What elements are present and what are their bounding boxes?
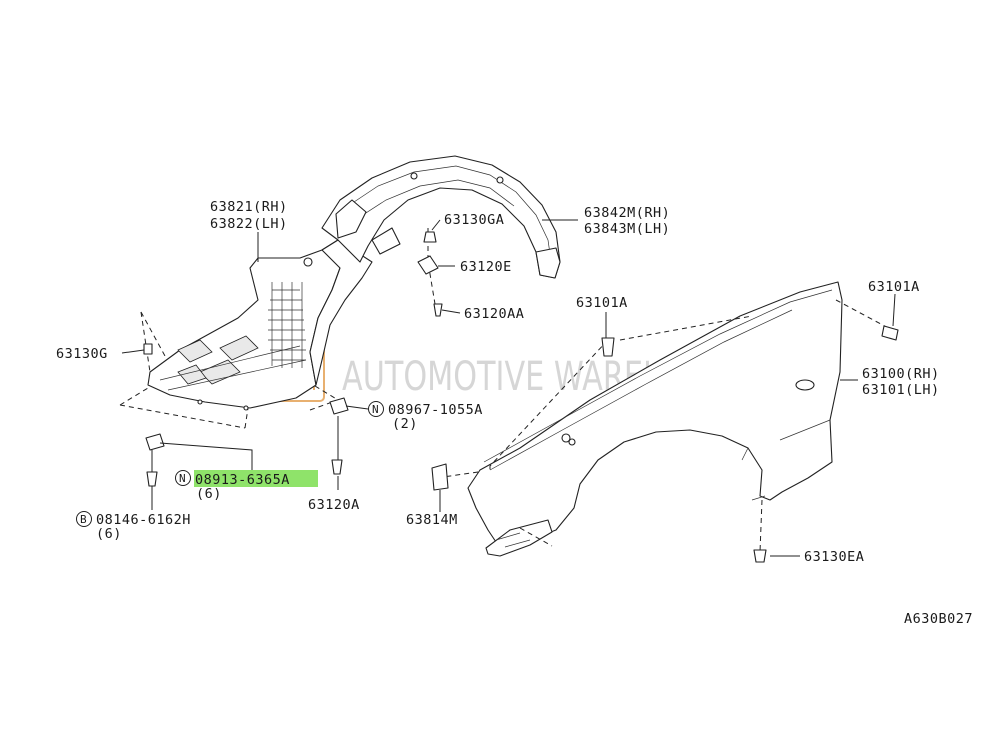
label-63842m: 63842M(RH) — [584, 205, 670, 221]
hardware — [143, 231, 899, 563]
front-fender — [467, 281, 843, 557]
highlight-08913 — [194, 470, 318, 487]
label-63120e: 63120E — [460, 259, 512, 275]
label-63843m: 63843M(LH) — [584, 221, 670, 237]
b-circle-08146 — [76, 511, 92, 527]
install-guides — [119, 228, 893, 553]
label-08913: 08913-6365A — [195, 472, 290, 488]
n-circle-08967 — [368, 401, 384, 417]
label-63101a-left: 63101A — [576, 295, 628, 311]
n-circle-08913 — [175, 470, 191, 486]
qty-08967: (2) — [392, 416, 418, 432]
n-symbol-08967: N — [372, 403, 379, 416]
label-63100: 63100(RH) — [862, 366, 940, 382]
qty-08913: (6) — [196, 486, 222, 502]
label-08146: 08146-6162H — [96, 512, 191, 528]
n-symbol-08913: N — [179, 472, 186, 485]
qty-08146: (6) — [96, 526, 122, 542]
label-63821: 63821(RH) — [210, 199, 288, 215]
diagram-code: A630B027 — [904, 611, 973, 627]
label-63130ga: 63130GA — [444, 212, 504, 228]
label-63130g: 63130G — [56, 346, 108, 362]
label-63120aa: 63120AA — [464, 306, 524, 322]
label-63101: 63101(LH) — [862, 382, 940, 398]
labels: 63821(RH) 63822(LH) 63842M(RH) 63843M(LH… — [56, 199, 973, 627]
label-63814m: 63814M — [406, 512, 458, 528]
rear-fender-liner — [321, 155, 561, 279]
label-63101a-right: 63101A — [868, 279, 920, 295]
front-fender-liner — [147, 239, 373, 411]
label-63120a: 63120A — [308, 497, 360, 513]
label-08967: 08967-1055A — [388, 402, 483, 418]
b-symbol-08146: B — [80, 513, 87, 526]
label-63822: 63822(LH) — [210, 216, 288, 232]
label-63130ea: 63130EA — [804, 549, 864, 565]
